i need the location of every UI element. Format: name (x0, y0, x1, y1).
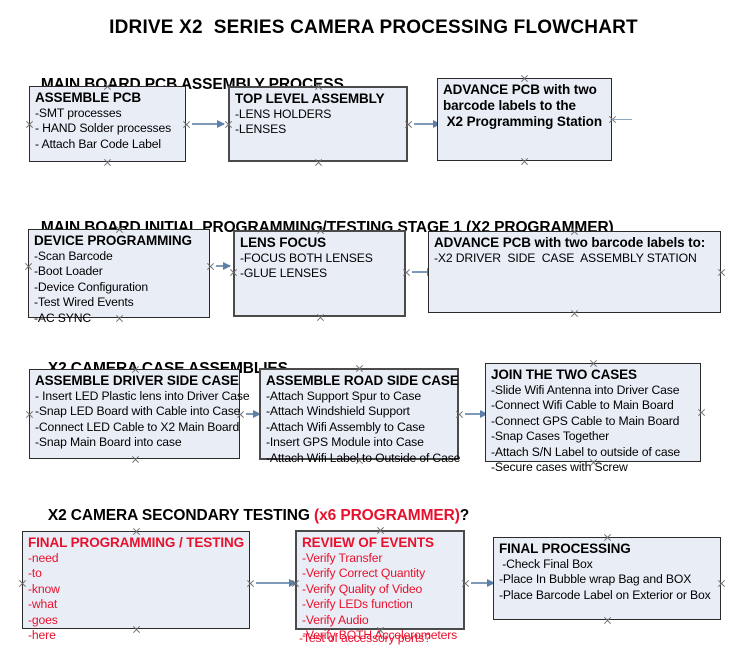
connector-arrow (192, 119, 225, 128)
node-line: -Verify BOTH Accelerometers (302, 628, 458, 643)
node-lens-focus[interactable]: LENS FOCUS -FOCUS BOTH LENSES -GLUE LENS… (233, 230, 406, 317)
node-line: -goes (28, 612, 58, 627)
node-line: -AC SYNC (34, 310, 92, 325)
node-line: -Attach Windshield Support (266, 404, 410, 419)
node-top-level-assembly[interactable]: TOP LEVEL ASSEMBLY -LENS HOLDERS -LENSES (228, 86, 408, 162)
connector-arrow (471, 578, 495, 587)
page-title: IDRIVE X2 SERIES CAMERA PROCESSING FLOWC… (109, 17, 638, 38)
node-line: -Attach Wifi Label to Outside of Case (266, 450, 461, 465)
node-line: -Verify Quality of Video (302, 581, 423, 596)
node-title: JOIN THE TWO CASES (491, 367, 637, 382)
node-overflow-line: -Test of accessory ports? (299, 631, 431, 645)
node-title: DEVICE PROGRAMMING (34, 233, 192, 248)
node-final-programming-testing[interactable]: FINAL PROGRAMMING / TESTING -need -to -k… (22, 531, 250, 642)
node-final-processing[interactable]: FINAL PROCESSING -Check Final Box -Place… (493, 537, 721, 620)
connector-arrow (246, 409, 261, 418)
node-line: -Verify Transfer (302, 551, 383, 565)
node-line: -Place In Bubble wrap Bag and BOX (499, 572, 692, 587)
node-line: -LENS HOLDERS (235, 107, 332, 121)
node-advance-pcb-station[interactable]: ADVANCE PCB with two barcode labels to t… (437, 78, 612, 161)
connector-arrow (256, 578, 297, 587)
connector-arrow (216, 261, 231, 270)
node-line: -what (28, 597, 58, 612)
node-line: -to (28, 566, 42, 581)
node-line: -Connect GPS Cable to Main Board (491, 413, 680, 428)
node-title: TOP LEVEL ASSEMBLY (235, 91, 385, 106)
section-heading-4-accent: (x6 PROGRAMMER) (314, 507, 460, 524)
node-title: ASSEMBLE PCB (35, 90, 142, 105)
node-line: -know (28, 581, 60, 596)
node-title: LENS FOCUS (240, 235, 327, 250)
node-line: -here (28, 628, 56, 643)
node-title: ADVANCE PCB with two barcode labels to: (434, 235, 706, 250)
node-line: -Attach Wifi Assembly to Case (266, 419, 425, 434)
node-review-of-events[interactable]: REVIEW OF EVENTS -Verify Transfer -Verif… (295, 530, 465, 642)
node-line: -Insert GPS Module into Case (266, 435, 424, 450)
node-line: - HAND Solder processes (35, 121, 172, 136)
node-line: -Snap LED Board with Cable into Case (35, 404, 241, 419)
connector-arrow (465, 409, 488, 418)
node-title: ASSEMBLE ROAD SIDE CASE (266, 373, 459, 388)
node-line: - Attach Bar Code Label (35, 136, 161, 151)
node-assemble-pcb[interactable]: ASSEMBLE PCB -SMT processes - HAND Solde… (29, 86, 186, 162)
node-line: X2 Programming Station (443, 114, 602, 129)
node-title: ADVANCE PCB with two (443, 82, 597, 97)
node-join-the-two-cases[interactable]: JOIN THE TWO CASES -Slide Wifi Antenna i… (485, 363, 701, 474)
node-advance-pcb-driver-side[interactable]: ADVANCE PCB with two barcode labels to: … (428, 231, 721, 313)
node-line: - Insert LED Plastic lens into Driver Ca… (35, 389, 250, 403)
node-assemble-driver-side-case[interactable]: ASSEMBLE DRIVER SIDE CASE - Insert LED P… (29, 369, 250, 459)
node-line: -LENSES (235, 122, 287, 137)
section-heading-4-text: X2 CAMERA SECONDARY TESTING (47, 507, 315, 524)
node-title: FINAL PROGRAMMING / TESTING (28, 535, 245, 550)
node-line: -Verify Audio (302, 612, 369, 627)
connector-stub (612, 119, 632, 120)
node-line: -Test Wired Events (34, 295, 134, 310)
node-line: -SMT processes (35, 106, 122, 120)
node-title: REVIEW OF EVENTS (302, 535, 434, 550)
node-line: -Snap Cases Together (491, 429, 610, 444)
node-line: -GLUE LENSES (240, 266, 327, 281)
node-line: -Scan Barcode (34, 249, 113, 263)
node-line: -Check Final Box (499, 557, 593, 571)
node-line: -Attach Support Spur to Case (266, 389, 421, 403)
section-heading-4: X2 CAMERA SECONDARY TESTING (x6 PROGRAMM… (31, 489, 469, 543)
node-line: -Place Barcode Label on Exterior or Box (499, 587, 711, 602)
node-line: -X2 DRIVER SIDE CASE ASSEMBLY STATION (434, 251, 697, 265)
node-title: ASSEMBLE DRIVER SIDE CASE (35, 373, 239, 388)
node-line: -Attach S/N Label to outside of case (491, 444, 681, 459)
node-line: -FOCUS BOTH LENSES (240, 251, 373, 265)
node-line: -Slide Wifi Antenna into Driver Case (491, 383, 680, 397)
node-title: FINAL PROCESSING (499, 541, 631, 556)
node-device-programming[interactable]: DEVICE PROGRAMMING -Scan Barcode -Boot L… (28, 229, 210, 325)
node-line: -Connect Wifi Cable to Main Board (491, 398, 674, 413)
section-heading-4-suffix: ? (459, 507, 470, 524)
node-line: -Snap Main Board into case (35, 435, 182, 450)
node-line: -need (28, 551, 59, 565)
node-line: -Verify LEDs function (302, 597, 413, 612)
node-line: -Verify Correct Quantity (302, 566, 426, 581)
node-line: -Connect LED Cable to X2 Main Board (35, 419, 240, 434)
node-line: -Secure cases with Screw (491, 460, 628, 475)
node-assemble-road-side-case[interactable]: ASSEMBLE ROAD SIDE CASE -Attach Support … (259, 368, 460, 465)
node-line: -Boot Loader (34, 264, 103, 279)
node-line: -Device Configuration (34, 279, 149, 294)
node-line: barcode labels to the (443, 98, 576, 113)
